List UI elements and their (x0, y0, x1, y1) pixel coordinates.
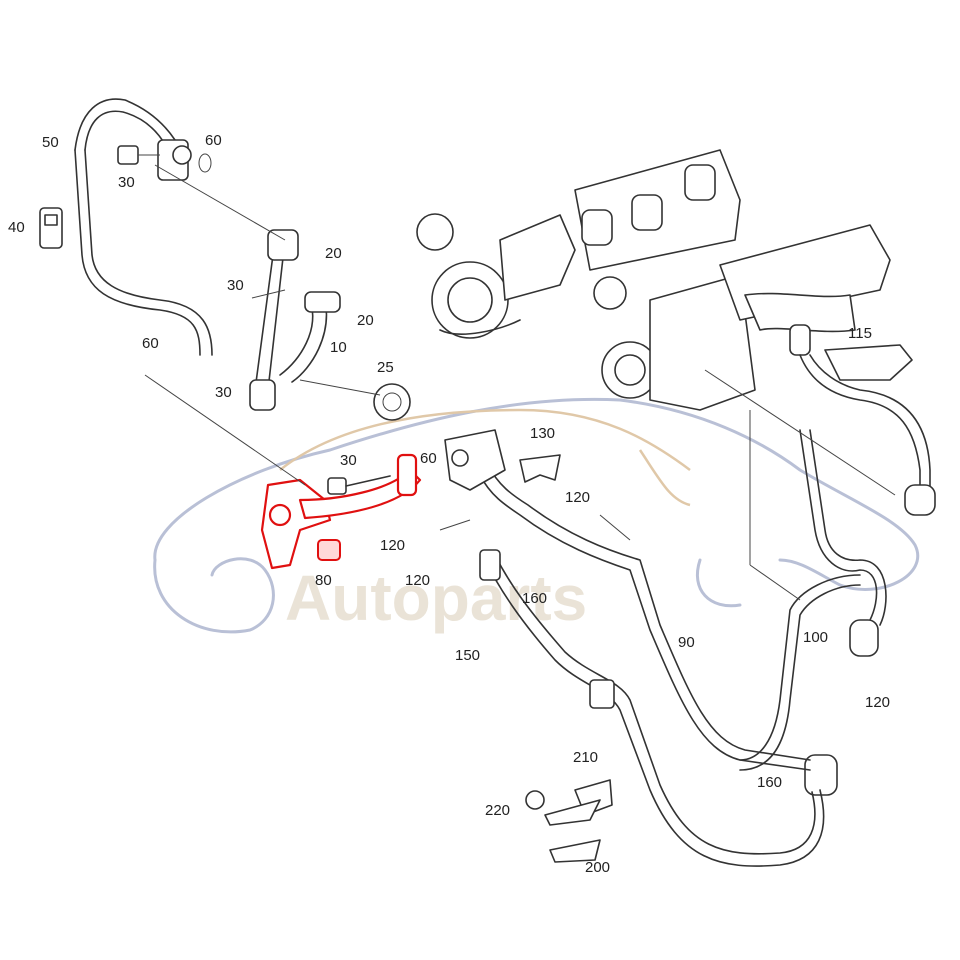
callout-25: 25 (377, 359, 394, 376)
pipe-90 (479, 464, 811, 771)
pipe-150 (479, 549, 825, 867)
part-25 (373, 383, 411, 421)
turbocharger-lower (593, 224, 891, 411)
pipe-100 (739, 429, 887, 796)
fitting-top (117, 139, 212, 181)
callout-80: 80 (315, 572, 332, 589)
callout-220: 220 (485, 802, 510, 819)
callout-50: 50 (42, 134, 59, 151)
callout-120: 120 (380, 537, 405, 554)
callout-60: 60 (420, 450, 437, 467)
callout-115: 115 (848, 325, 872, 342)
callout-100: 100 (803, 629, 828, 646)
watermark-text: Autoparts (285, 562, 587, 634)
callout-120: 120 (565, 489, 590, 506)
watermark-logo: Autoparts (153, 397, 919, 634)
callout-20: 20 (357, 312, 374, 329)
callout-labels: 50 60 30 40 20 30 20 10 60 30 25 115 130… (8, 132, 890, 876)
callout-30: 30 (227, 277, 244, 294)
callout-210: 210 (573, 749, 598, 766)
callout-30: 30 (118, 174, 135, 191)
callout-150: 150 (455, 647, 480, 664)
callout-200: 200 (585, 859, 610, 876)
callout-10: 10 (330, 339, 347, 356)
callout-40: 40 (8, 219, 25, 236)
callout-160: 160 (757, 774, 782, 791)
callout-60: 60 (142, 335, 159, 352)
pipe-115 (789, 324, 936, 516)
callout-130: 130 (530, 425, 555, 442)
callout-90: 90 (678, 634, 695, 651)
clamp-40 (39, 207, 63, 249)
leader-lines (144, 164, 896, 601)
bracket-210 (525, 779, 613, 863)
bolt-30-long (327, 475, 391, 495)
bracket-130 (519, 454, 561, 483)
part-80-highlighted (260, 453, 422, 570)
callout-30: 30 (340, 452, 357, 469)
callout-20: 20 (325, 245, 342, 262)
pipe-50 (74, 98, 213, 356)
flange (444, 429, 506, 491)
turbocharger-upper (416, 149, 741, 339)
callout-120: 120 (405, 572, 430, 589)
callout-60: 60 (205, 132, 222, 149)
hose-10 (249, 229, 341, 411)
callout-120: 120 (865, 694, 890, 711)
callout-30: 30 (215, 384, 232, 401)
callout-160: 160 (522, 590, 547, 607)
